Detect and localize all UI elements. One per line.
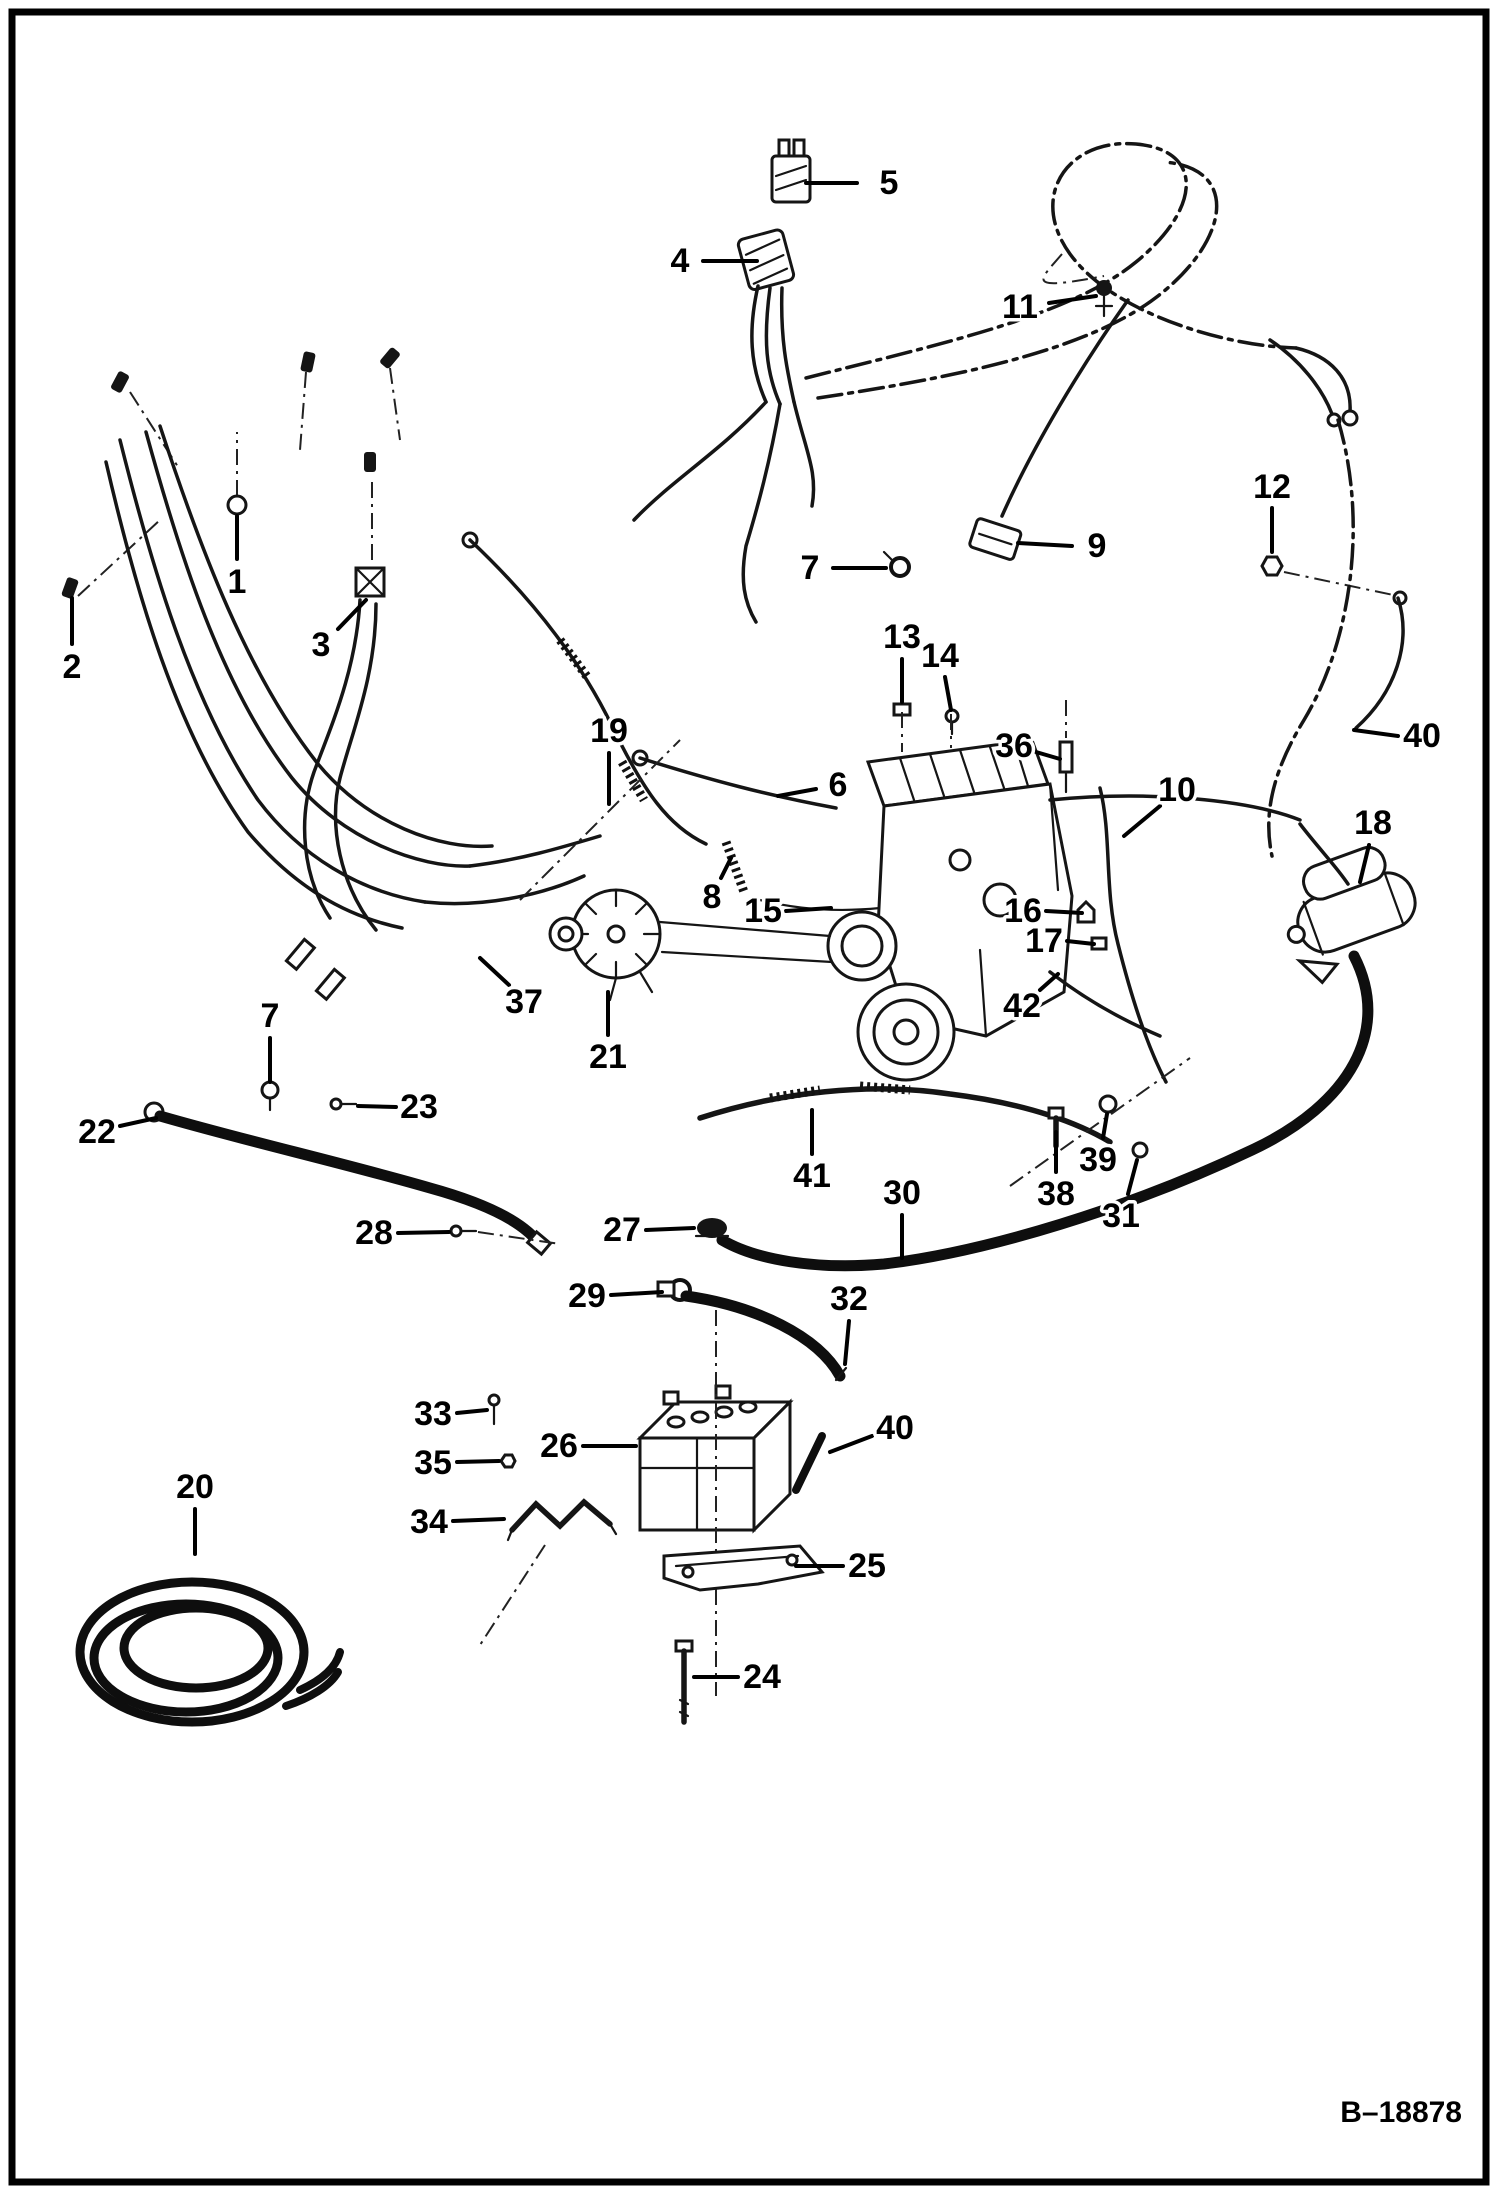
callout-leader-31-31 xyxy=(1126,1158,1139,1196)
callout-leader-6-14 xyxy=(776,787,818,798)
callout-label-34-40: 34 xyxy=(410,1503,448,1541)
callout-label-24-43: 24 xyxy=(743,1658,781,1696)
rear-harness-loop-art xyxy=(804,141,1359,518)
callout-label-8-17: 8 xyxy=(703,878,722,916)
left-wire-bundles-art xyxy=(61,347,602,1002)
callout-leader-35-38 xyxy=(455,1459,501,1464)
callout-label-6-14: 6 xyxy=(829,766,848,804)
callout-leader-8-17 xyxy=(719,856,733,880)
callout-label-7-24: 7 xyxy=(261,997,280,1035)
key-switch-connectors-art xyxy=(632,138,816,624)
callout-label-19-9: 19 xyxy=(590,712,628,750)
callout-leader-10-15 xyxy=(1122,804,1162,838)
callout-leader-39-30 xyxy=(1101,1112,1109,1140)
callout-label-37-21: 37 xyxy=(505,983,543,1021)
callout-leader-37-21 xyxy=(478,956,511,987)
callout-leader-33-36 xyxy=(455,1408,489,1415)
callout-leader-27-33 xyxy=(644,1226,696,1232)
callout-label-33-36: 33 xyxy=(414,1395,452,1433)
callout-label-2-7: 2 xyxy=(63,648,82,686)
callout-label-32-35: 32 xyxy=(830,1280,868,1318)
callout-label-7-4: 7 xyxy=(801,549,820,587)
ground-cable-22-art xyxy=(143,1080,561,1257)
callout-label-42-22: 42 xyxy=(1003,987,1041,1025)
callout-label-3-8: 3 xyxy=(312,626,331,664)
callout-label-9-3: 9 xyxy=(1088,527,1107,565)
callout-label-36-12: 36 xyxy=(995,727,1033,765)
diagram-frame xyxy=(8,8,1490,2186)
cable-coil-art xyxy=(75,1577,344,1727)
callout-label-13-10: 13 xyxy=(883,618,921,656)
right-wires-art xyxy=(697,786,1302,1145)
callout-label-20-41: 20 xyxy=(176,1468,214,1506)
callout-label-28-32: 28 xyxy=(355,1214,393,1252)
callout-leader-40-13 xyxy=(1352,728,1400,738)
callout-label-11-2: 11 xyxy=(1002,288,1038,326)
callout-label-41-27: 41 xyxy=(793,1157,831,1195)
callout-label-25-42: 25 xyxy=(848,1547,886,1585)
callout-label-22-25: 22 xyxy=(78,1113,116,1151)
callout-label-26-37: 26 xyxy=(540,1427,578,1465)
callout-leader-34-40 xyxy=(451,1517,506,1523)
bolt-12-and-wire-40-art xyxy=(1260,555,1408,730)
callout-label-18-16: 18 xyxy=(1354,804,1392,842)
callout-leader-40-39 xyxy=(828,1434,874,1454)
callout-label-38-29: 38 xyxy=(1037,1175,1075,1213)
callout-leader-14-11 xyxy=(943,675,953,712)
callout-label-27-33: 27 xyxy=(603,1211,641,1249)
engine-art xyxy=(658,700,1108,1082)
callout-leader-16-19 xyxy=(1044,909,1084,915)
connector-9-art xyxy=(882,517,1023,578)
callout-leader-9-3 xyxy=(1016,541,1074,548)
callout-leader-42-22 xyxy=(1038,972,1060,992)
callout-label-35-38: 35 xyxy=(414,1444,452,1482)
callout-label-39-30: 39 xyxy=(1079,1141,1117,1179)
callout-leader-28-32 xyxy=(396,1230,451,1235)
callout-leader-3-8 xyxy=(336,598,368,631)
callout-label-31-31: 31 xyxy=(1102,1197,1140,1235)
callout-label-17-20: 17 xyxy=(1025,922,1063,960)
callout-leader-18-16 xyxy=(1358,843,1371,884)
center-wires-art xyxy=(461,531,882,912)
callout-label-15-18: 15 xyxy=(744,892,782,930)
callout-leader-17-20 xyxy=(1065,939,1096,946)
callout-leader-32-35 xyxy=(843,1319,851,1366)
callout-label-30-28: 30 xyxy=(883,1174,921,1212)
callout-leader-11-2 xyxy=(1047,294,1098,305)
callout-leader-36-12 xyxy=(1034,750,1062,761)
callout-leader-23-26 xyxy=(356,1104,398,1109)
callout-label-40-39: 40 xyxy=(876,1409,914,1447)
callout-label-4-1: 4 xyxy=(671,242,690,280)
callout-label-29-34: 29 xyxy=(568,1277,606,1315)
callout-label-5-0: 5 xyxy=(880,164,899,202)
callout-leader-22-25 xyxy=(118,1116,158,1128)
callout-leader-29-34 xyxy=(609,1290,664,1297)
reference-number: B–18878 xyxy=(1340,2096,1462,2129)
callout-label-21-23: 21 xyxy=(589,1038,627,1076)
callout-label-14-11: 14 xyxy=(921,637,959,675)
callout-label-1-6: 1 xyxy=(228,563,247,601)
starter-art xyxy=(1267,418,1417,985)
battery-art xyxy=(479,1310,825,1725)
callout-label-40-13: 40 xyxy=(1403,717,1441,755)
callout-label-12-5: 12 xyxy=(1253,468,1291,506)
callout-label-10-15: 10 xyxy=(1158,771,1196,809)
callout-label-23-26: 23 xyxy=(400,1088,438,1126)
callout-label-16-19: 16 xyxy=(1004,892,1042,930)
callout-leader-15-18 xyxy=(784,906,833,913)
alternator-art xyxy=(548,888,662,1002)
